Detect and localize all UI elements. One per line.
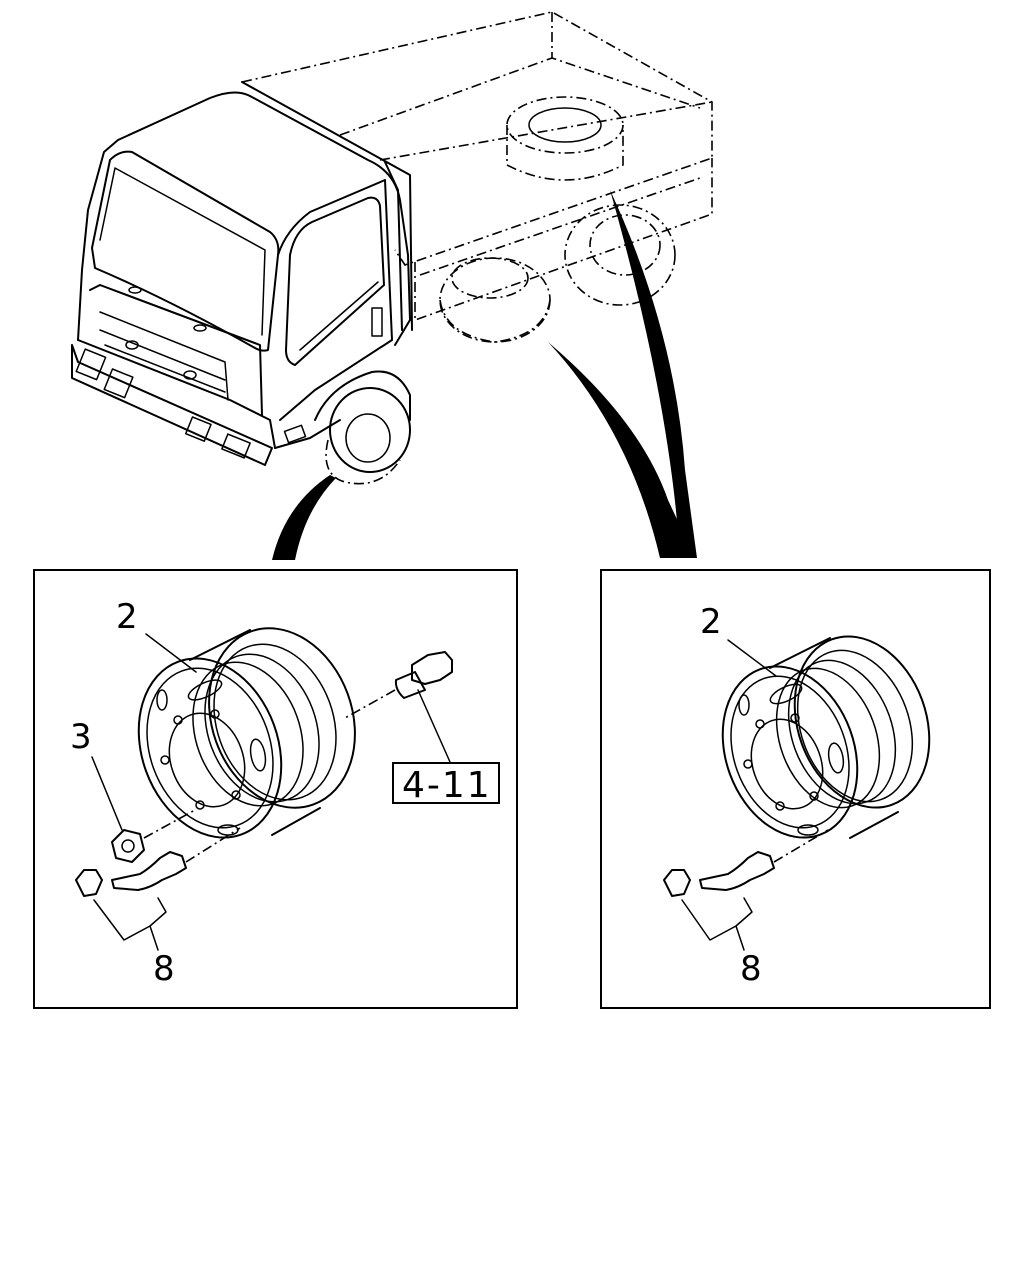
stud-bolt [344, 651, 453, 719]
left-label-wheel: 2 [116, 597, 138, 637]
right-label-wheel: 2 [700, 602, 722, 642]
left-wheel-rim [137, 627, 356, 839]
valve-assembly [75, 827, 241, 897]
reference-label: 4-11 [402, 765, 492, 806]
leader-rear-wheel-inner [548, 342, 695, 558]
left-label-nut: 3 [70, 717, 92, 757]
leader-front-wheel [272, 475, 336, 560]
leader-rear-wheel-outer [610, 190, 697, 558]
right-label-valve: 8 [740, 949, 762, 989]
right-valve-assembly [663, 829, 829, 897]
truck-illustration [71, 11, 713, 485]
left-leader-lines [91, 633, 451, 951]
leader-wedges [272, 190, 697, 560]
rear-wheels [439, 204, 676, 343]
right-wheel-rim [721, 635, 931, 839]
cab [71, 81, 413, 466]
cargo-bed [241, 11, 713, 322]
reference-box: 4-11 [392, 762, 500, 806]
right-detail-panel [600, 569, 991, 1009]
right-leader-lines [681, 639, 777, 951]
wheel-nut [111, 809, 196, 863]
left-label-valve: 8 [153, 949, 175, 989]
front-wheel [325, 387, 411, 485]
